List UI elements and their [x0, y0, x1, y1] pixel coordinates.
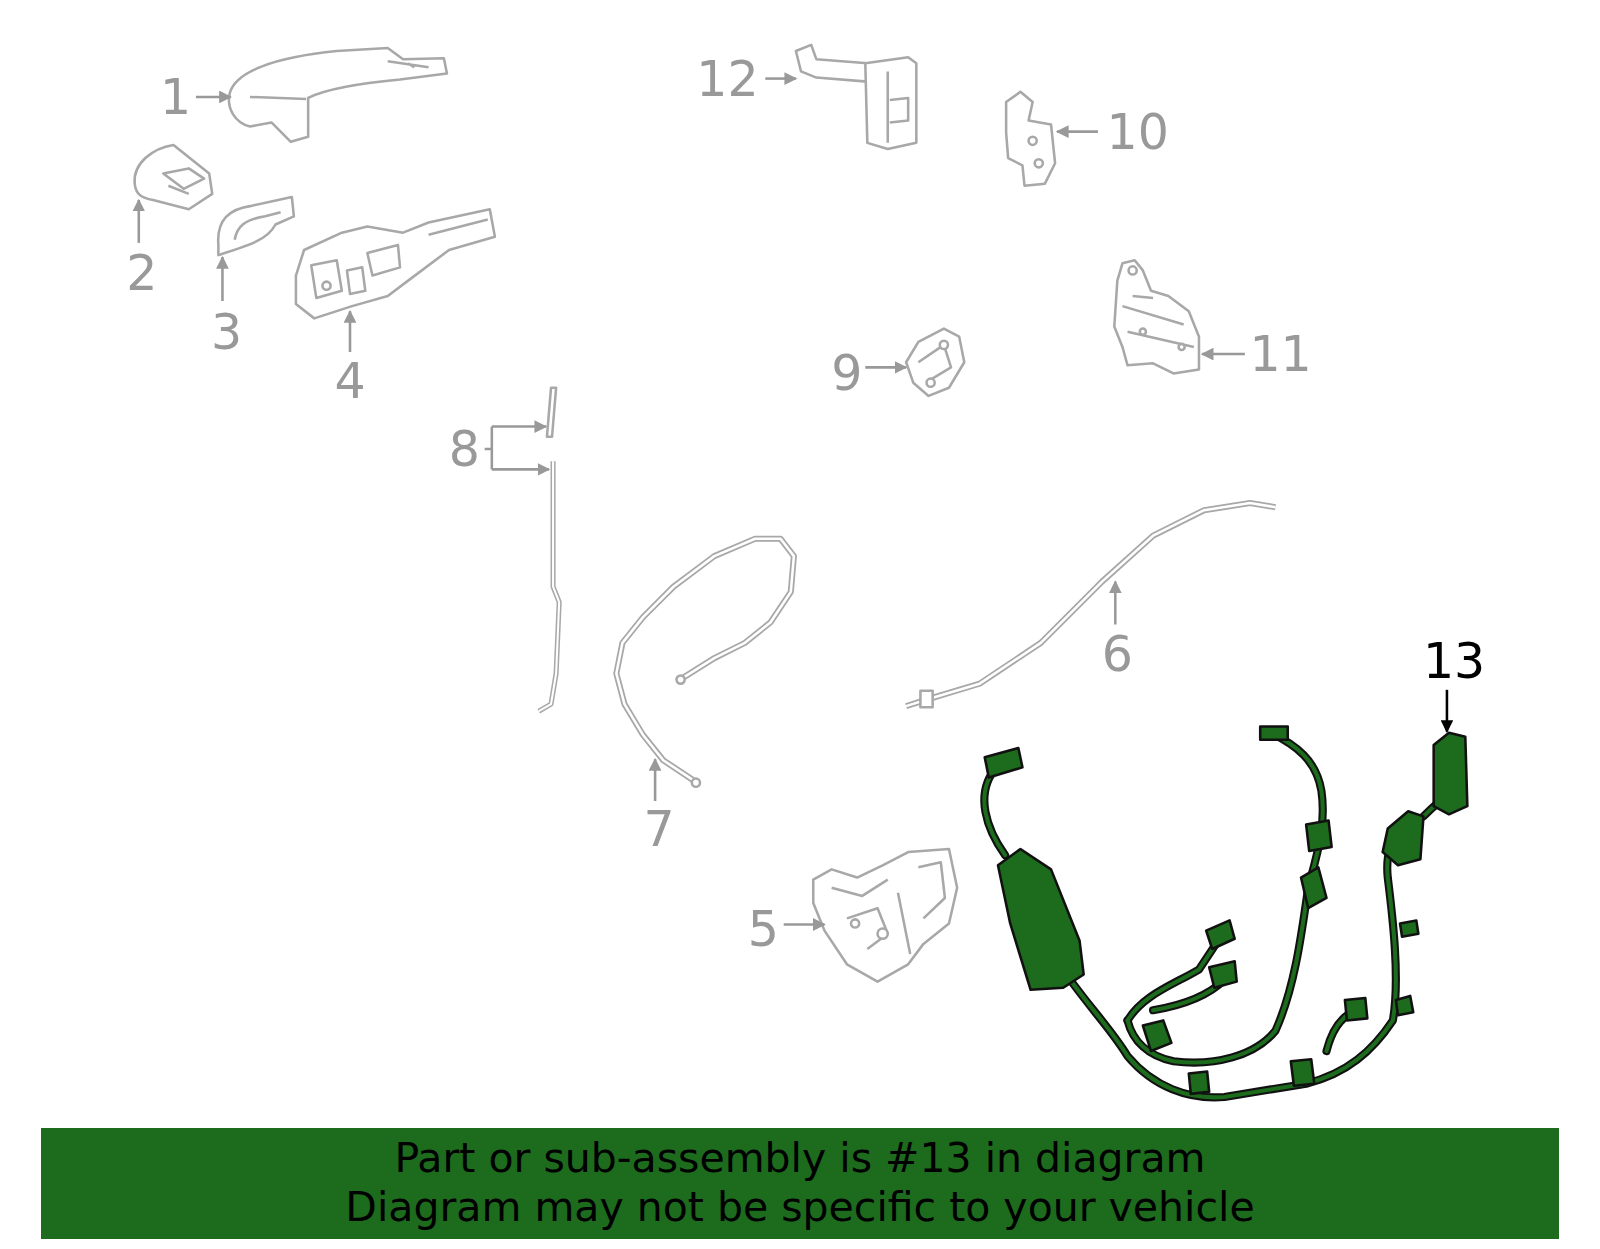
door-handle — [229, 48, 447, 142]
notice-band: Part or sub-assembly is #13 in diagramDi… — [41, 1128, 1559, 1239]
handle-gasket — [218, 197, 294, 255]
callout-number: 3 — [211, 307, 242, 356]
door-check — [796, 45, 867, 82]
callout-number: 6 — [1102, 630, 1133, 679]
door-latch — [813, 849, 957, 982]
inside-cable — [906, 503, 1275, 706]
notice-text: Part or sub-assembly is #13 in diagram — [394, 1134, 1205, 1183]
callout-number: 13 — [1423, 637, 1485, 686]
callout-number: 7 — [644, 804, 675, 853]
lock-rod — [547, 388, 556, 437]
wiring-harness — [984, 727, 1467, 1098]
callout-number: 11 — [1249, 330, 1311, 379]
callout-number: 9 — [831, 349, 862, 398]
release-cable — [616, 539, 794, 781]
callout-number: 1 — [160, 72, 191, 121]
callout-number: 12 — [696, 54, 758, 103]
handle-cap — [135, 145, 213, 209]
callout-number: 5 — [748, 904, 779, 953]
leader-lines — [139, 79, 1245, 925]
hinge-large — [1114, 260, 1199, 373]
callout-number: 8 — [449, 424, 480, 473]
leader-line — [1446, 690, 1449, 732]
callout-number: 4 — [334, 356, 365, 405]
notice-text: Diagram may not be specific to your vehi… — [345, 1183, 1254, 1232]
hinge-small — [1006, 92, 1055, 186]
handle-carrier — [296, 209, 495, 318]
callout-number: 2 — [126, 249, 157, 298]
callout-number: 10 — [1107, 107, 1169, 156]
striker — [906, 329, 964, 396]
grey-parts — [135, 45, 1276, 982]
